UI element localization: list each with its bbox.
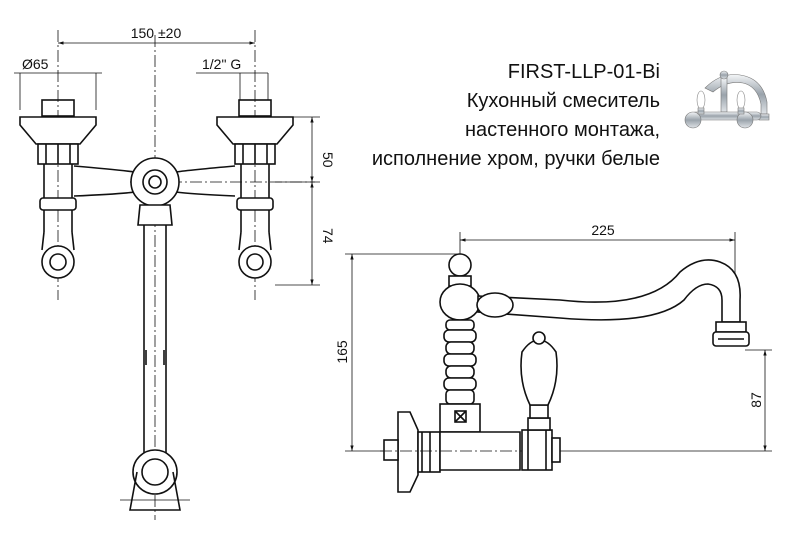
dim-height-body: 50 (320, 152, 336, 168)
product-model: FIRST-LLP-01-Bi (507, 61, 660, 83)
dim-spout-height: 87 (748, 392, 764, 408)
dim-total-height: 165 (334, 340, 350, 364)
dim-center-distance: 150 ±20 (131, 25, 182, 41)
dim-spout-reach: 225 (591, 222, 615, 238)
product-caption: FIRST-LLP-01-Bi Кухонный смеситель насте… (372, 58, 660, 174)
side-view (345, 232, 772, 493)
dim-diameter: Ø65 (22, 56, 49, 72)
faucet-thumbnail-icon (684, 70, 770, 129)
front-view (14, 30, 320, 520)
product-description-line-3: исполнение хром, ручки белые (371, 148, 660, 170)
dim-thread: 1/2" G (202, 56, 241, 72)
dim-height-inlet: 74 (320, 228, 336, 244)
product-description-line-2: настенного монтажа, (464, 119, 660, 141)
product-description-line-1: Кухонный смеситель (466, 90, 660, 112)
